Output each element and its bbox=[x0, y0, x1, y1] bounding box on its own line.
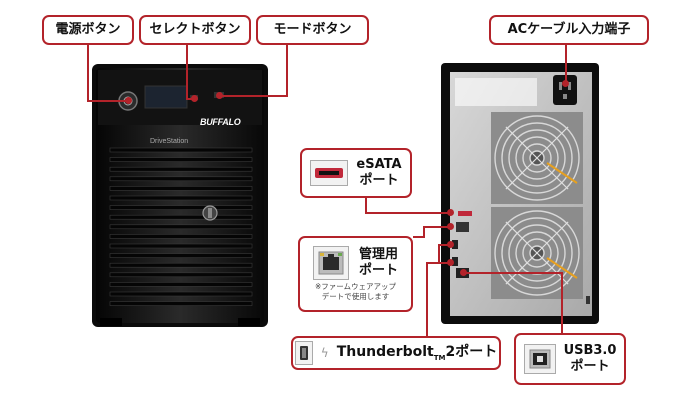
leader-dot bbox=[191, 95, 198, 102]
vent-slot bbox=[109, 166, 253, 172]
select-button-label: セレクトボタン bbox=[149, 21, 241, 37]
usb-label: USB3.0 bbox=[563, 342, 617, 358]
ac-inlet-icon bbox=[553, 75, 577, 105]
front-vent-slots bbox=[109, 147, 253, 306]
usb-b-port-icon bbox=[523, 344, 556, 374]
vent-slot bbox=[109, 243, 253, 249]
vent-slot bbox=[109, 205, 253, 210]
leader-dot bbox=[216, 92, 223, 99]
leader-line bbox=[438, 244, 450, 246]
thunderbolt-callout: ϟ ThunderboltTM2ポート bbox=[291, 336, 501, 370]
leader-line bbox=[286, 45, 288, 96]
thunderbolt-label: ThunderboltTM2ポート bbox=[337, 344, 498, 363]
power-button-callout: 電源ボタン bbox=[42, 15, 134, 45]
leader-line bbox=[426, 262, 428, 336]
vent-slot bbox=[109, 282, 253, 287]
lan-port-illustration bbox=[456, 222, 469, 232]
brand-logo: BUFFALO bbox=[200, 117, 241, 127]
ethernet-port-icon bbox=[312, 246, 349, 281]
leader-dot bbox=[562, 80, 569, 87]
vent-slot bbox=[109, 157, 253, 162]
esata-callout: eSATA ポート bbox=[300, 148, 412, 198]
esata-label-port: ポート bbox=[359, 173, 399, 188]
vent-slot bbox=[109, 301, 253, 306]
leader-line bbox=[87, 45, 89, 101]
leader-line bbox=[220, 95, 288, 97]
esata-port-illustration bbox=[458, 211, 472, 216]
thunderbolt-port-illustration bbox=[452, 257, 458, 266]
vent-slot bbox=[109, 214, 253, 220]
leader-dot bbox=[447, 259, 454, 266]
leader-dot bbox=[447, 241, 454, 248]
vent-slot bbox=[109, 272, 253, 278]
firmware-note: ※ファームウェアアップ デートで使用します bbox=[315, 282, 396, 302]
leader-dot bbox=[447, 209, 454, 216]
leader-line bbox=[561, 272, 563, 333]
select-button-callout: セレクトボタン bbox=[139, 15, 251, 45]
thunderbolt-icon bbox=[294, 341, 313, 365]
front-device bbox=[92, 64, 268, 327]
leader-dot bbox=[447, 223, 454, 230]
esata-port-icon bbox=[310, 160, 349, 186]
thunderbolt-bolt-icon: ϟ bbox=[320, 345, 329, 360]
mode-button-label: モードボタン bbox=[273, 21, 352, 37]
vent-slot bbox=[109, 147, 253, 153]
leader-line bbox=[186, 45, 188, 100]
thunderbolt-port-illustration bbox=[452, 240, 458, 249]
rear-device bbox=[441, 63, 599, 324]
firmware-note-line2: デートで使用します bbox=[321, 292, 390, 301]
vent-slot bbox=[109, 224, 253, 230]
thunderbolt-trademark: TM bbox=[433, 353, 446, 362]
thunderbolt-name: Thunderbolt bbox=[336, 343, 434, 360]
vent-slot bbox=[109, 195, 253, 201]
vent-slot bbox=[109, 253, 253, 258]
thunderbolt-port-suffix: 2ポート bbox=[445, 343, 498, 360]
management-port-label-port: ポート bbox=[358, 263, 398, 279]
leader-line bbox=[413, 236, 425, 238]
mode-button-callout: モードボタン bbox=[256, 15, 369, 45]
leader-line bbox=[423, 226, 450, 228]
leader-line bbox=[365, 198, 367, 214]
leader-dot bbox=[460, 269, 467, 276]
leader-dot bbox=[125, 97, 132, 104]
management-port-label: 管理用 bbox=[358, 247, 398, 262]
vent-slot bbox=[109, 234, 253, 239]
ac-inlet-callout: ACケーブル入力端子 bbox=[489, 15, 649, 45]
leader-line bbox=[423, 226, 425, 238]
fan-icon bbox=[491, 207, 583, 299]
leader-line bbox=[87, 100, 129, 102]
leader-line bbox=[565, 45, 567, 83]
ac-inlet-label: ACケーブル入力端子 bbox=[507, 21, 631, 37]
fan-icon bbox=[491, 112, 583, 204]
power-button-label: 電源ボタン bbox=[55, 21, 121, 37]
usb-callout: USB3.0 ポート bbox=[514, 333, 626, 385]
usb-label-port: ポート bbox=[570, 359, 610, 374]
esata-label: eSATA bbox=[356, 156, 402, 172]
model-name: DriveStation bbox=[150, 138, 189, 145]
vent-slot bbox=[109, 186, 253, 191]
leader-line bbox=[365, 212, 450, 214]
leader-line bbox=[438, 244, 440, 264]
vent-slot bbox=[109, 176, 253, 182]
vent-slot bbox=[109, 291, 253, 297]
vent-slot bbox=[109, 262, 253, 268]
firmware-note-line1: ※ファームウェアアップ bbox=[314, 282, 397, 292]
management-port-callout: 管理用 ポート ※ファームウェアアップ デートで使用します bbox=[298, 236, 413, 312]
leader-line bbox=[463, 272, 563, 274]
